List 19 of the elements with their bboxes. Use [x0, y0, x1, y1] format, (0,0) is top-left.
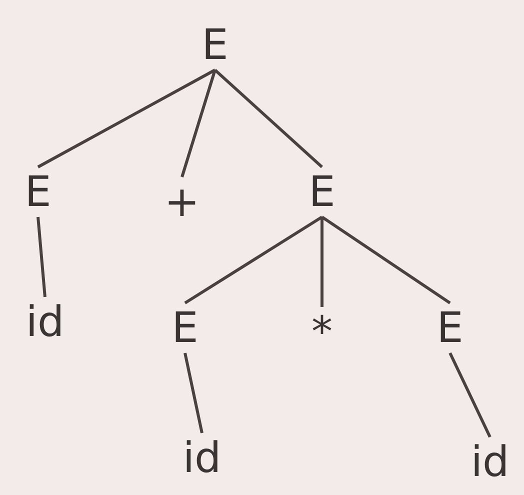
tree-branch: [36, 216, 46, 298]
node-symbol: id: [26, 301, 64, 343]
tree-branch: [448, 352, 492, 438]
node-symbol: E: [172, 307, 198, 349]
tree-branch: [184, 216, 323, 304]
node-symbol: id: [470, 441, 510, 483]
tree-branch: [180, 70, 216, 178]
tree-branch: [184, 352, 204, 434]
tree-branch: [37, 68, 216, 168]
node-symbol: id: [182, 437, 222, 479]
node-symbol: +: [164, 181, 200, 223]
tree-branch: [214, 68, 323, 168]
tree-branch: [321, 216, 451, 304]
node-symbol: E: [308, 171, 336, 213]
node-symbol: E: [24, 171, 52, 213]
node-symbol: E: [202, 24, 228, 66]
node-symbol: *: [312, 311, 332, 353]
node-symbol: E: [436, 307, 464, 349]
tree-branch: [320, 217, 324, 307]
